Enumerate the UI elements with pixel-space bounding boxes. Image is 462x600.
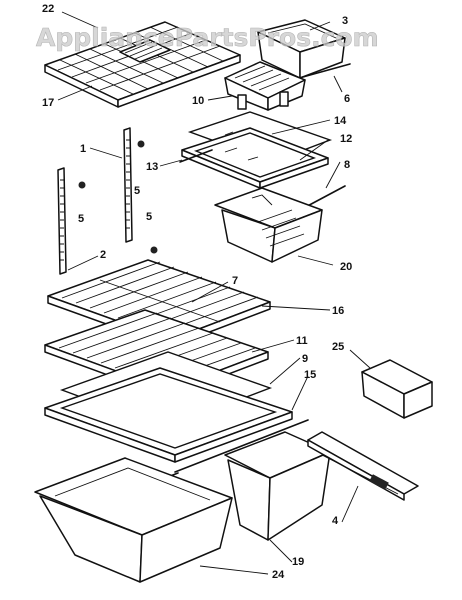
callout-9: 9 — [302, 353, 308, 365]
glass-shelf-frame — [44, 367, 293, 463]
watermark: AppliancePartsPros.com — [36, 23, 379, 52]
callout-labels: 22 3 17 10 6 14 12 13 8 1 5 5 5 20 2 7 1… — [42, 3, 352, 581]
callout-10: 10 — [192, 95, 204, 107]
callout-7: 7 — [232, 275, 238, 287]
leader-lines — [57, 11, 371, 575]
callout-6: 6 — [344, 93, 350, 105]
callout-5-lower: 5 — [146, 211, 152, 223]
callout-14: 14 — [334, 115, 347, 127]
shelf-ladder-right — [123, 127, 133, 243]
callout-25: 25 — [332, 341, 344, 353]
tray-rail — [291, 63, 351, 81]
frame-rail — [174, 419, 309, 473]
callout-20: 20 — [340, 261, 352, 273]
callout-24: 24 — [272, 569, 285, 581]
callout-19: 19 — [292, 556, 304, 568]
crisper-drawer — [214, 187, 323, 263]
callout-2: 2 — [100, 249, 106, 261]
slotted-tray-cover — [224, 61, 306, 111]
callout-15: 15 — [304, 369, 316, 381]
callout-1: 1 — [80, 143, 86, 155]
crisper-bin-right — [224, 431, 331, 541]
crisper-cover-frame — [181, 127, 329, 189]
control-housing — [307, 431, 419, 501]
support-rod — [179, 149, 213, 163]
callout-3: 3 — [342, 15, 348, 27]
shelf-ladder-left — [57, 167, 67, 275]
callout-8: 8 — [344, 159, 350, 171]
callout-12: 12 — [340, 133, 352, 145]
callout-16: 16 — [332, 305, 344, 317]
crisper-bin-left — [34, 457, 233, 583]
callout-5-left: 5 — [78, 213, 84, 225]
callout-11: 11 — [296, 335, 308, 347]
callout-13: 13 — [146, 161, 158, 173]
callout-5-right: 5 — [134, 185, 140, 197]
callout-17: 17 — [42, 97, 54, 109]
door-bin — [361, 359, 433, 419]
callout-4: 4 — [332, 515, 339, 527]
top-wire-shelf — [44, 21, 241, 108]
screw-icon — [78, 140, 158, 254]
callout-22: 22 — [42, 3, 54, 15]
